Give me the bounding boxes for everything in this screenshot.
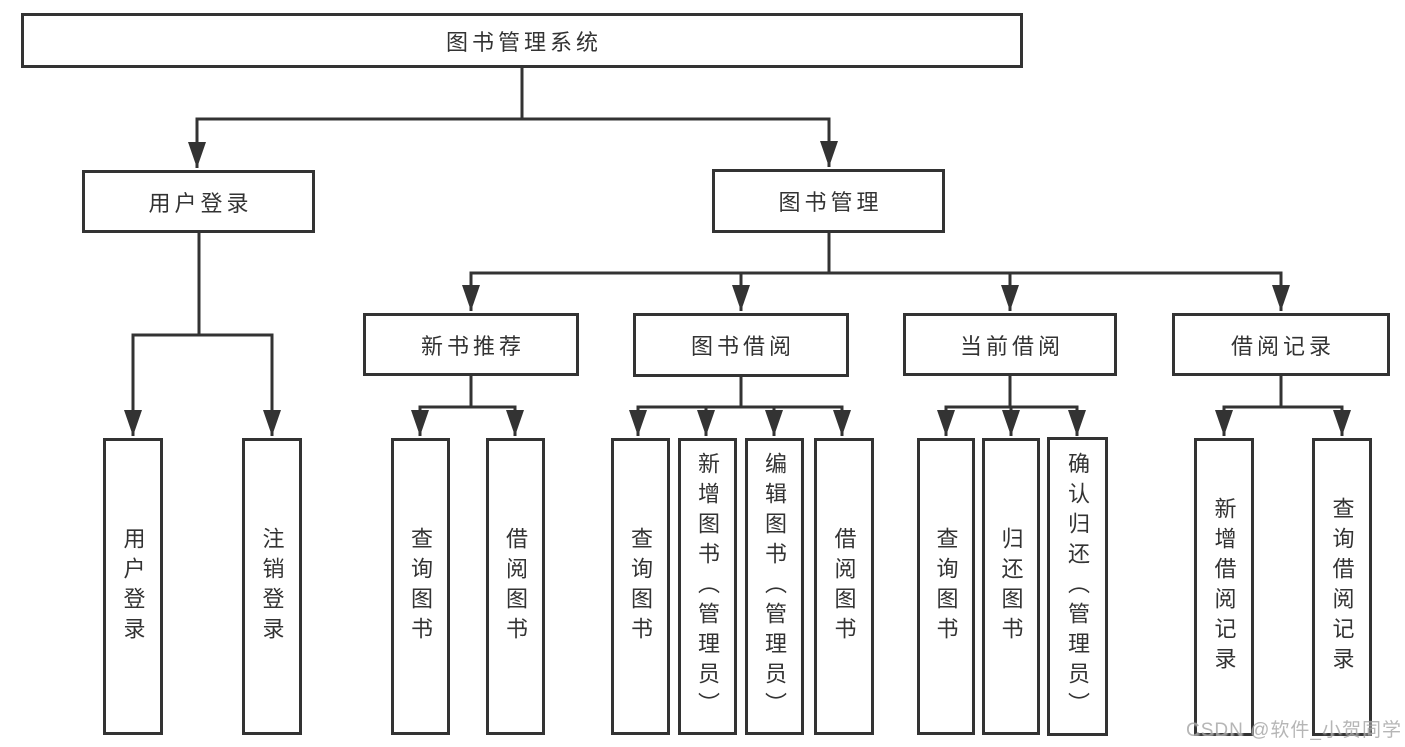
node-user-login: 用户登录 xyxy=(82,170,315,233)
leaf-add-book-admin-label: 新增图书（管理员） xyxy=(695,451,721,722)
leaf-query-books-current-label: 查询图书 xyxy=(933,526,959,647)
leaf-logout-label: 注销登录 xyxy=(259,526,285,647)
node-borrowing-records-label: 借阅记录 xyxy=(1230,333,1335,359)
leaf-add-borrow-record: 新增借阅记录 xyxy=(1194,438,1254,736)
leaf-confirm-return-admin-label: 确认归还（管理员） xyxy=(1065,451,1091,722)
leaf-query-borrow-record-label: 查询借阅记录 xyxy=(1329,497,1355,677)
node-book-borrowing-label: 图书借阅 xyxy=(690,334,795,359)
leaf-borrow-books-recommend-label: 借阅图书 xyxy=(503,526,529,647)
node-current-borrowing: 当前借阅 xyxy=(903,313,1117,376)
leaf-query-books-recommend-label: 查询图书 xyxy=(408,526,434,647)
watermark: CSDN @软件_小贺同学 xyxy=(1186,720,1402,741)
leaf-add-borrow-record-label: 新增借阅记录 xyxy=(1211,497,1237,677)
leaf-edit-book-admin-label: 编辑图书（管理员） xyxy=(762,451,788,722)
node-user-login-label: 用户登录 xyxy=(148,190,253,216)
leaf-user-login-label: 用户登录 xyxy=(120,526,146,647)
leaf-query-books-borrowing: 查询图书 xyxy=(611,438,670,735)
leaf-query-books-current: 查询图书 xyxy=(917,438,975,735)
leaf-logout: 注销登录 xyxy=(242,438,302,735)
leaf-return-books-label: 归还图书 xyxy=(998,526,1024,647)
node-book-management-label: 图书管理 xyxy=(778,190,883,215)
leaf-user-login: 用户登录 xyxy=(103,438,163,735)
leaf-confirm-return-admin: 确认归还（管理员） xyxy=(1047,437,1108,736)
node-book-management-system-label: 图书管理系统 xyxy=(445,29,602,55)
leaf-edit-book-admin: 编辑图书（管理员） xyxy=(745,438,804,735)
node-borrowing-records: 借阅记录 xyxy=(1172,313,1390,376)
leaf-return-books: 归还图书 xyxy=(982,438,1040,735)
node-book-management-system: 图书管理系统 xyxy=(21,13,1023,68)
leaf-add-book-admin: 新增图书（管理员） xyxy=(678,438,737,735)
leaf-borrow-books-borrowing: 借阅图书 xyxy=(814,438,874,735)
leaf-borrow-books-recommend: 借阅图书 xyxy=(486,438,545,735)
node-book-management: 图书管理 xyxy=(712,169,945,233)
leaf-query-books-recommend: 查询图书 xyxy=(391,438,450,735)
node-current-borrowing-label: 当前借阅 xyxy=(959,333,1064,359)
leaf-query-borrow-record: 查询借阅记录 xyxy=(1312,438,1372,736)
leaf-borrow-books-borrowing-label: 借阅图书 xyxy=(831,526,857,647)
node-new-book-recommendation-label: 新书推荐 xyxy=(420,333,525,359)
node-book-borrowing: 图书借阅 xyxy=(633,313,849,377)
leaf-query-books-borrowing-label: 查询图书 xyxy=(628,526,654,647)
node-new-book-recommendation: 新书推荐 xyxy=(363,313,579,376)
